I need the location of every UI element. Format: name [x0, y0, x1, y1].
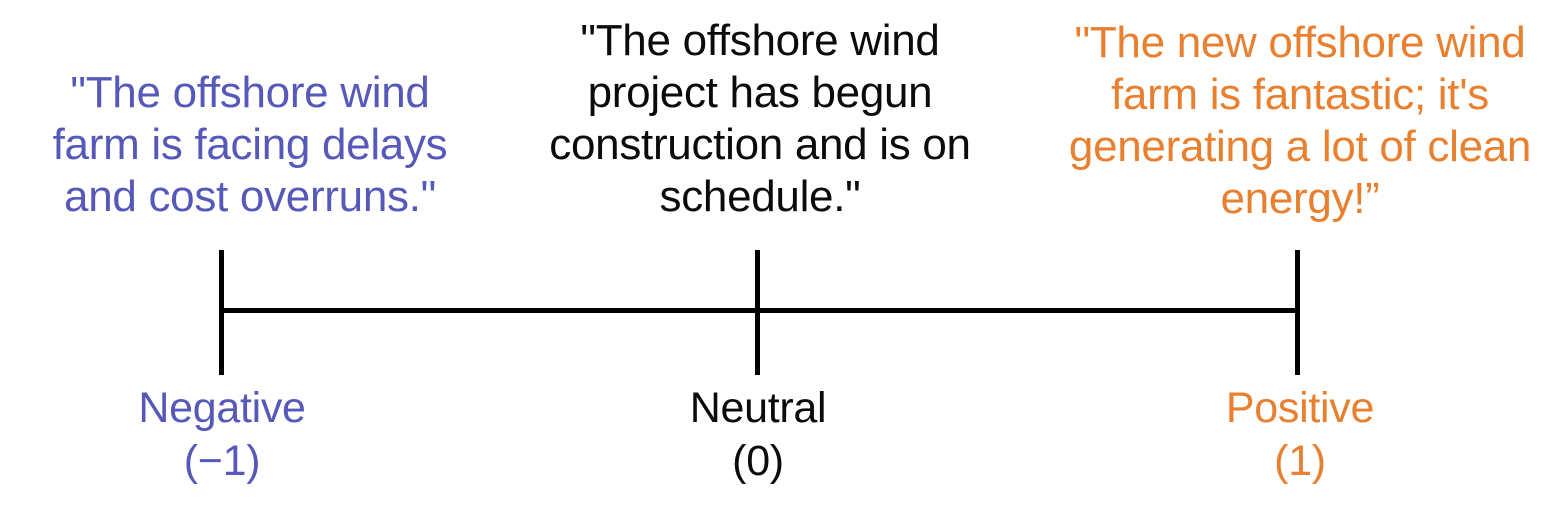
- axis-label-name: Neutral: [689, 384, 827, 432]
- positive-quote: "The new offshore wind farm is fantastic…: [1050, 17, 1550, 225]
- quote-line: "The new offshore wind: [1074, 18, 1526, 67]
- quote-line: construction and is on: [549, 120, 971, 169]
- quote-line: "The offshore wind: [580, 16, 940, 65]
- positive-tick-mark: [1295, 250, 1300, 375]
- quote-line: project has begun: [587, 68, 933, 117]
- axis-label-name: Positive: [1225, 384, 1375, 432]
- negative-tick-mark: [219, 250, 224, 375]
- negative-axis-label: Negative (−1): [97, 382, 347, 488]
- neutral-quote: "The offshore wind project has begun con…: [520, 15, 1000, 223]
- sentiment-axis-line: [221, 308, 1299, 313]
- quote-line: generating a lot of clean: [1068, 122, 1532, 171]
- axis-label-value: (0): [732, 437, 784, 485]
- quote-line: farm is fantastic; it's: [1110, 70, 1490, 119]
- quote-line: and cost overruns.": [64, 172, 436, 221]
- positive-axis-label: Positive (1): [1175, 382, 1425, 488]
- neutral-axis-label: Neutral (0): [633, 382, 883, 488]
- axis-label-value: (1): [1274, 437, 1326, 485]
- quote-line: "The offshore wind: [70, 68, 430, 117]
- quote-line: farm is facing delays: [52, 120, 448, 169]
- axis-label-name: Negative: [138, 384, 306, 432]
- quote-line: schedule.": [659, 172, 861, 221]
- axis-label-value: (−1): [183, 437, 261, 485]
- quote-line: energy!”: [1220, 174, 1380, 223]
- neutral-tick-mark: [755, 250, 760, 375]
- negative-quote: "The offshore wind farm is facing delays…: [10, 67, 490, 223]
